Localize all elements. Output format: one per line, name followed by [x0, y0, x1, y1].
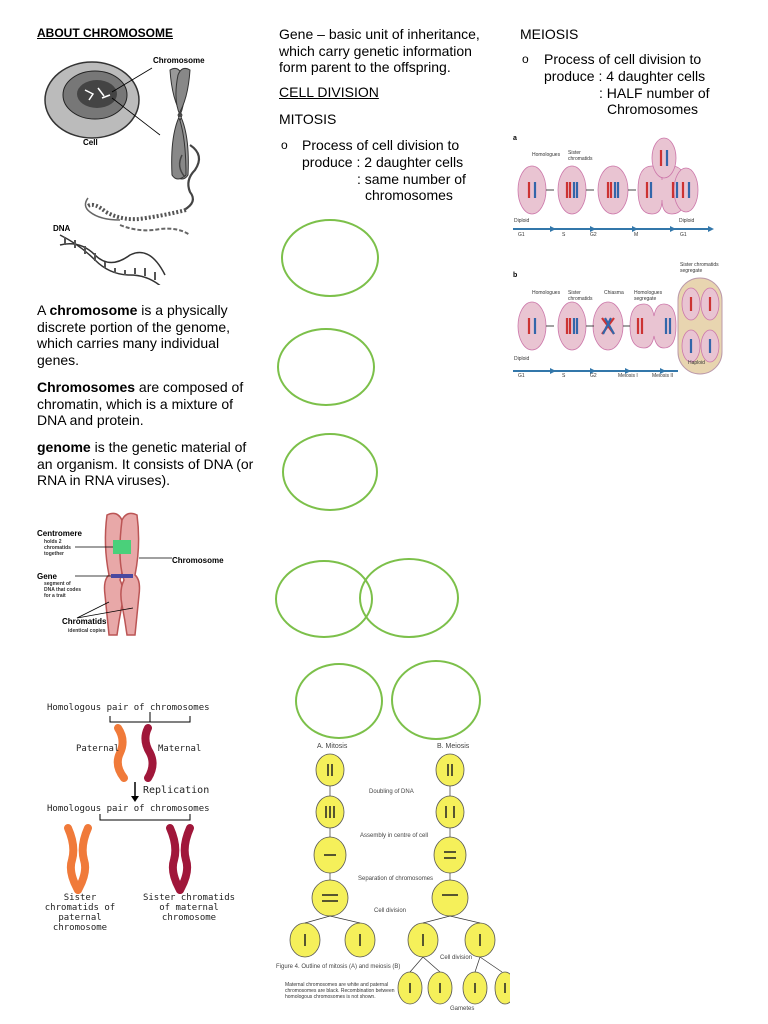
replication-label: Replication — [143, 785, 210, 796]
fig-b-sister: Sister chromatids — [568, 290, 593, 302]
sister-chromatids-maternal-label: Sister chromatids of maternal chromosome — [142, 893, 236, 923]
homologous-chromosomes-figure — [64, 712, 194, 894]
meiosis-heading: MEIOSIS — [520, 26, 579, 42]
phase-label: G1 — [518, 373, 525, 379]
meiosis-line-3: : HALF number of — [599, 85, 710, 101]
mitosis-cell-cycle-figure-a — [513, 137, 714, 232]
fig-b-homologues: Homologues — [532, 290, 561, 296]
paternal-label: Paternal — [76, 744, 120, 754]
fig-b-tag: b — [513, 272, 518, 279]
fig4-step-doubling: Doubling of DNA — [369, 789, 414, 795]
fig-a-tag: a — [513, 135, 517, 142]
maternal-label: Maternal — [158, 744, 202, 754]
cell-division-heading: CELL DIVISION — [279, 84, 379, 100]
phase-label: S — [562, 232, 566, 238]
fig-a-sister: Sister chromatids — [568, 150, 593, 162]
drawing-circle-2 — [277, 328, 375, 406]
fig4-step-cell-division-2: Cell division — [440, 955, 473, 961]
fig4-gametes-label: Gametes — [450, 1006, 475, 1012]
phase-label: G1 — [518, 232, 525, 238]
phase-label: G2 — [590, 232, 597, 238]
centromere-label: Centromere — [37, 529, 82, 538]
mitosis-line-4: chromosomes — [365, 187, 453, 203]
fig1-dna-label: DNA — [53, 224, 71, 233]
chromosome-structure-figure — [75, 512, 172, 636]
drawing-circle-3 — [282, 433, 378, 511]
fig-a-diploid-left: Diploid — [514, 218, 530, 224]
phase-label: Meiosis II — [652, 373, 674, 379]
fig-b-chiasma: Chiasma — [604, 290, 624, 296]
genome-definition: genome is the genetic material of an org… — [37, 439, 254, 488]
meiosis-bullet: o — [522, 52, 529, 66]
homologous-pair-title-2: Homologous pair of chromosomes — [47, 804, 210, 814]
mitosis-line-3: : same number of — [357, 171, 466, 187]
phase-label: Meiosis I — [618, 373, 638, 379]
fig4-step-assembly: Assembly in centre of cell — [360, 833, 429, 839]
drawing-circle-1 — [281, 219, 379, 297]
gene-label: Gene — [37, 572, 58, 581]
drawing-circle-5b — [391, 660, 481, 740]
centromere-sub-label: holds 2 chromatids together — [44, 539, 71, 557]
homologous-pair-title-1: Homologous pair of chromosomes — [47, 703, 210, 713]
cell-chromosome-dna-figure — [44, 61, 201, 285]
fig4-caption: Figure 4. Outline of mitosis (A) and mei… — [276, 964, 401, 970]
fig4-note: Maternal chromosomes are white and pater… — [285, 982, 395, 1000]
gene-definition: Gene – basic unit of inheritance, which … — [279, 26, 480, 75]
fig1-chromosome-label: Chromosome — [153, 56, 205, 65]
drawing-circle-5a — [295, 663, 383, 739]
phase-label: S — [562, 373, 566, 379]
meiosis-line-2: produce : 4 daughter cells — [544, 68, 706, 84]
phase-label: G2 — [590, 373, 597, 379]
fig-b-phase-labels: G1 S G2 Meiosis I Meiosis II — [510, 373, 720, 381]
mitosis-meiosis-outline-figure — [289, 753, 510, 1005]
meiosis-cell-cycle-figure-b — [513, 277, 723, 375]
fig4-step-separation: Separation of chromosomes — [358, 876, 434, 882]
fig4-step-cell-division: Cell division — [374, 908, 407, 914]
sister-chromatids-paternal-label: Sister chromatids of paternal chromosome — [44, 893, 116, 933]
chromosome-definition: A chromosome is a physically discrete po… — [37, 302, 231, 368]
chromatids-sub-label: identical copies — [68, 628, 106, 634]
fig4-meiosis-title: B. Meiosis — [437, 743, 470, 750]
fig1-cell-label: Cell — [83, 138, 98, 147]
chromosome-structure-label: Chromosome — [172, 556, 224, 565]
fig-b-haploid: Haploid — [688, 360, 705, 366]
mitosis-heading: MITOSIS — [279, 111, 337, 127]
drawing-circle-4b — [359, 558, 459, 638]
fig-b-diploid: Diploid — [514, 356, 530, 362]
gene-sub-label: segment of DNA that codes for a trait — [44, 581, 82, 599]
chromatids-label: Chromatids — [62, 617, 107, 626]
fig-a-homologues: Homologues — [532, 152, 561, 158]
mitosis-line-1: Process of cell division to — [302, 137, 460, 153]
meiosis-line-1: Process of cell division to — [544, 51, 702, 67]
fig4-mitosis-title: A. Mitosis — [317, 743, 348, 750]
fig-b-sister-segregate: Sister chromatids segregate — [680, 262, 719, 274]
about-chromosome-heading: ABOUT CHROMOSOME — [37, 26, 173, 40]
phase-label: M — [634, 232, 639, 238]
chromosomes-composition: Chromosomes are composed of chromatin, w… — [37, 379, 244, 428]
fig-b-homologues-segregate: Homologues segregate — [634, 290, 663, 302]
fig-a-phase-labels: G1 S G2 M G1 — [510, 232, 720, 240]
phase-label: G1 — [680, 232, 687, 238]
mitosis-line-2: produce : 2 daughter cells — [302, 154, 464, 170]
fig-a-diploid-right: Diploid — [679, 218, 695, 224]
meiosis-line-4: Chromosomes — [607, 101, 699, 117]
mitosis-bullet: o — [281, 138, 288, 152]
